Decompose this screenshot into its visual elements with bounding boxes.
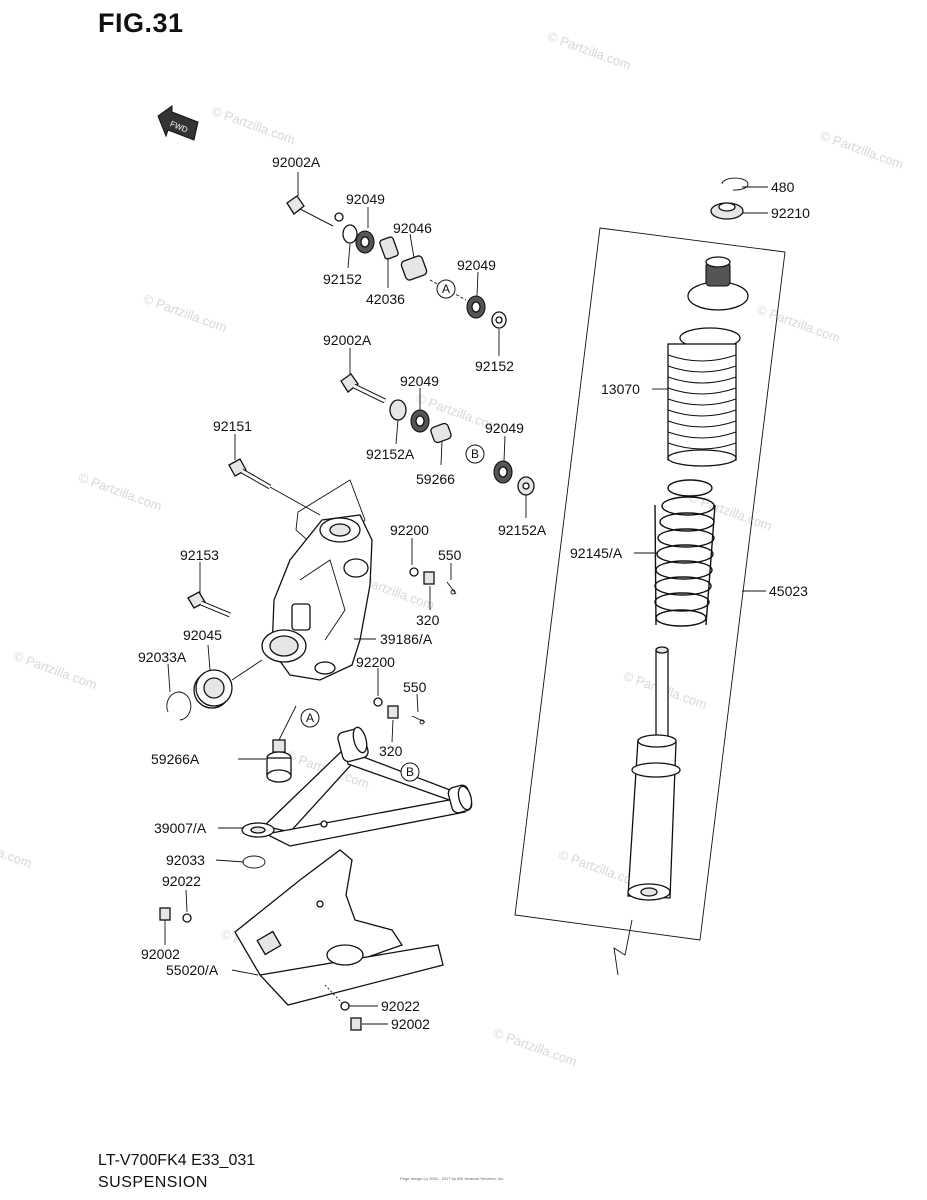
a-arm-39007A	[241, 726, 473, 847]
wheel-bearing-92045	[193, 659, 263, 709]
watermark: © Partzilla.com	[546, 29, 633, 73]
label-92002-2: 92002	[391, 1016, 430, 1032]
watermark: © Partzilla.com	[76, 470, 163, 514]
bolt-92002-left	[159, 907, 192, 923]
label-92002-1: 92002	[141, 946, 180, 962]
spacer-42036	[379, 236, 399, 260]
label-45023: 45023	[769, 583, 808, 599]
circlip-480	[721, 177, 749, 191]
ref-letter-b: B	[406, 765, 414, 779]
ball-joint-59266A	[266, 705, 297, 783]
damper-body	[627, 646, 681, 901]
watermark: © Partzilla.com	[491, 1025, 578, 1069]
watermark: © Partzilla.com	[11, 648, 98, 692]
seal-92152A-left	[389, 399, 407, 421]
fwd-arrow-icon: FWD	[157, 105, 199, 141]
diagram-code: LT-V700FK4 E33_031	[98, 1152, 256, 1169]
label-92033: 92033	[166, 852, 205, 868]
watermark: © Partzilla.com	[0, 827, 34, 871]
seal-92152-left	[342, 224, 358, 244]
bolt-92151	[228, 458, 321, 516]
small-washer	[334, 212, 344, 222]
label-92049-3: 92049	[400, 373, 439, 389]
label-92152A-1: 92152A	[366, 446, 415, 462]
label-92151: 92151	[213, 418, 252, 434]
bushing-92046	[400, 255, 428, 281]
bolt-92002-bottom	[324, 984, 362, 1031]
leader-lines	[164, 172, 768, 1025]
ref-marker-a-lower: A	[300, 708, 320, 728]
shock-absorber-assembly-45023	[514, 177, 786, 976]
figure-title: FIG.31	[98, 8, 184, 38]
ref-marker-b-lower: B	[400, 762, 420, 782]
castle-nut-lower	[373, 697, 426, 725]
upper-bushing-group-top	[286, 195, 507, 329]
label-59266: 59266	[416, 471, 455, 487]
label-480: 480	[771, 179, 795, 195]
label-92002A-top: 92002A	[272, 154, 321, 170]
label-92210: 92210	[771, 205, 810, 221]
dust-boot-13070	[667, 327, 741, 467]
label-92049-2: 92049	[457, 257, 496, 273]
label-320-1: 320	[416, 612, 440, 628]
label-92046: 92046	[393, 220, 432, 236]
circlip-92033A	[166, 691, 192, 721]
bolt-92153	[187, 591, 231, 618]
clip-92033	[242, 855, 266, 869]
ref-marker-b-mid: B	[465, 444, 485, 464]
label-92153: 92153	[180, 547, 219, 563]
watermark: © Partzilla.com	[686, 490, 773, 534]
label-92200-2: 92200	[356, 654, 395, 670]
label-550-2: 550	[403, 679, 427, 695]
label-39186A: 39186/A	[380, 631, 433, 647]
ref-letter-a: A	[306, 711, 314, 725]
label-92145A: 92145/A	[570, 545, 623, 561]
label-92152A-2: 92152A	[498, 522, 547, 538]
bushing-59266	[430, 422, 452, 444]
section-name: SUSPENSION	[98, 1174, 208, 1191]
label-92049-4: 92049	[485, 420, 524, 436]
watermark: © Partzilla.com	[210, 103, 297, 147]
label-92022-2: 92022	[381, 998, 420, 1014]
watermark: © Partzilla.com	[141, 291, 228, 335]
label-55020A: 55020/A	[166, 962, 219, 978]
copyright-notice: Page design (c) 2004 - 2017 by ARI Netwo…	[400, 1176, 505, 1181]
ref-marker-a-top: A	[436, 279, 456, 299]
watermark: © Partzilla.com	[755, 302, 842, 346]
label-92152-2: 92152	[475, 358, 514, 374]
label-13070: 13070	[601, 381, 640, 397]
label-92045: 92045	[183, 627, 222, 643]
label-92022-1: 92022	[162, 873, 201, 889]
skid-plate-55020A	[234, 849, 444, 1006]
label-42036: 42036	[366, 291, 405, 307]
bolt-92002A-top	[286, 195, 334, 227]
label-550-1: 550	[438, 547, 462, 563]
part-labels: 92002A 92049 92046 92152 42036 92049 921…	[138, 154, 810, 1032]
watermark: © Partzilla.com	[818, 128, 905, 172]
ref-letter-b: B	[471, 447, 479, 461]
label-92152-1: 92152	[323, 271, 362, 287]
ref-letter-a: A	[442, 282, 450, 296]
lower-bushing-group	[340, 373, 535, 496]
label-92200-1: 92200	[390, 522, 429, 538]
coil-spring-92145A	[654, 479, 716, 627]
castle-nut-upper	[409, 567, 457, 595]
label-92033A: 92033A	[138, 649, 187, 665]
label-39007A: 39007/A	[154, 820, 207, 836]
label-92049-1: 92049	[346, 191, 385, 207]
label-320-2: 320	[379, 743, 403, 759]
label-92002A-mid: 92002A	[323, 332, 372, 348]
watermark-layer: © Partzilla.com © Partzilla.com © Partzi…	[0, 29, 906, 1070]
steering-knuckle	[261, 479, 373, 681]
label-59266A: 59266A	[151, 751, 200, 767]
